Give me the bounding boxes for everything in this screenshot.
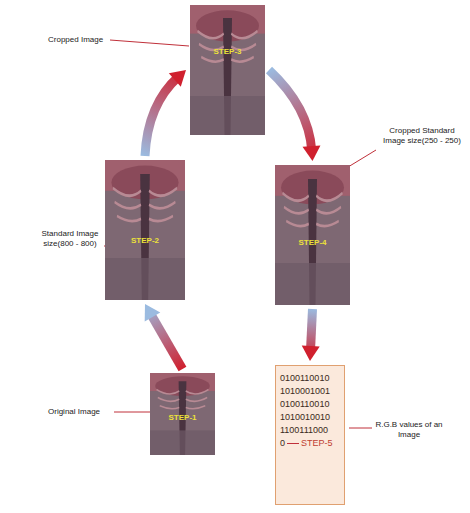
photo-ridge [286, 221, 309, 226]
palate-photo [105, 160, 185, 300]
photo-ground [105, 160, 185, 300]
arrow-head [302, 145, 320, 161]
callout-label: Cropped Standard Image size(250 - 250) [378, 126, 466, 145]
photo-ridge [115, 202, 141, 208]
arrow-head [169, 70, 186, 87]
photo-ridge [283, 193, 309, 201]
callout-text: Original Image [48, 407, 100, 416]
step-label: STEP-2 [131, 236, 159, 245]
arrow-shaft [150, 313, 183, 369]
image-step: STEP-2 [105, 160, 185, 300]
binary-value: 1100111000 [280, 424, 328, 437]
binary-value: 0100110010 [280, 372, 329, 385]
callout-text: Cropped Image [48, 35, 103, 44]
photo-ridge [284, 207, 309, 213]
callout-text: Standard Image size(800 - 800) [42, 229, 99, 248]
photo-shade [190, 96, 265, 135]
photo-ground [275, 165, 350, 305]
photo-ridge [160, 406, 180, 409]
arrow-shaft [310, 309, 312, 351]
arrow-shaft [269, 70, 312, 151]
callout-label: Original Image [48, 407, 112, 417]
photo-ridge [316, 207, 341, 213]
photo-shade [150, 430, 215, 455]
photo-ridge [113, 188, 141, 196]
binary-value: 0100110010 [280, 398, 329, 411]
photo-ridge [316, 221, 339, 226]
binary-value: 0 [280, 437, 285, 450]
photo-shade [275, 263, 350, 305]
photo-shade [105, 258, 185, 300]
image-step: STEP-3 [190, 5, 265, 135]
photo-ridge [231, 31, 257, 38]
binary-value: 1010001001 [280, 385, 330, 398]
photo-ridge [186, 398, 207, 402]
callout-text: R.G.B values of an Image [375, 420, 442, 439]
callout-label: Cropped Image [48, 35, 110, 45]
photo-ridge [149, 188, 177, 196]
leader-line [114, 412, 150, 413]
palate-photo [275, 165, 350, 305]
rgb-values-box: 0100110010101000100101001100101010010010… [275, 365, 345, 505]
step-label: STEP-4 [298, 238, 326, 247]
leader-line [110, 40, 189, 46]
photo-ridge [231, 57, 254, 62]
last-row: 0 STEP-5 [280, 437, 333, 450]
palate-photo [190, 5, 265, 135]
flow-arrow [145, 70, 186, 156]
photo-ridge [198, 31, 224, 38]
photo-ridge [149, 216, 173, 221]
photo-ridge [201, 57, 224, 62]
photo-ridge [117, 216, 141, 221]
photo-ridge [149, 202, 175, 208]
binary-value: 1010010010 [280, 411, 330, 424]
image-step: STEP-1 [150, 373, 215, 455]
pointer-dash [287, 443, 299, 444]
photo-ridge [186, 406, 206, 409]
arrow-head [145, 304, 161, 321]
step-label: STEP-5 [301, 437, 333, 450]
photo-ridge [158, 398, 179, 402]
photo-ground [190, 5, 265, 135]
photo-ground [150, 373, 215, 455]
callout-label: R.G.B values of an Image [374, 420, 444, 439]
flow-arrow [269, 70, 320, 161]
leader-line [349, 428, 372, 429]
flow-arrow [145, 304, 183, 369]
step-label: STEP-1 [168, 413, 196, 422]
photo-ridge [186, 389, 209, 394]
step-label: STEP-3 [213, 47, 241, 56]
callout-label: Standard Image size(800 - 800) [36, 229, 104, 248]
arrow-head [302, 346, 320, 361]
photo-ridge [316, 193, 342, 201]
arrow-shaft [145, 77, 179, 156]
image-step: STEP-4 [275, 165, 350, 305]
flow-arrow [302, 309, 320, 361]
callout-text: Cropped Standard Image size(250 - 250) [383, 126, 461, 145]
photo-ridge [157, 389, 180, 394]
